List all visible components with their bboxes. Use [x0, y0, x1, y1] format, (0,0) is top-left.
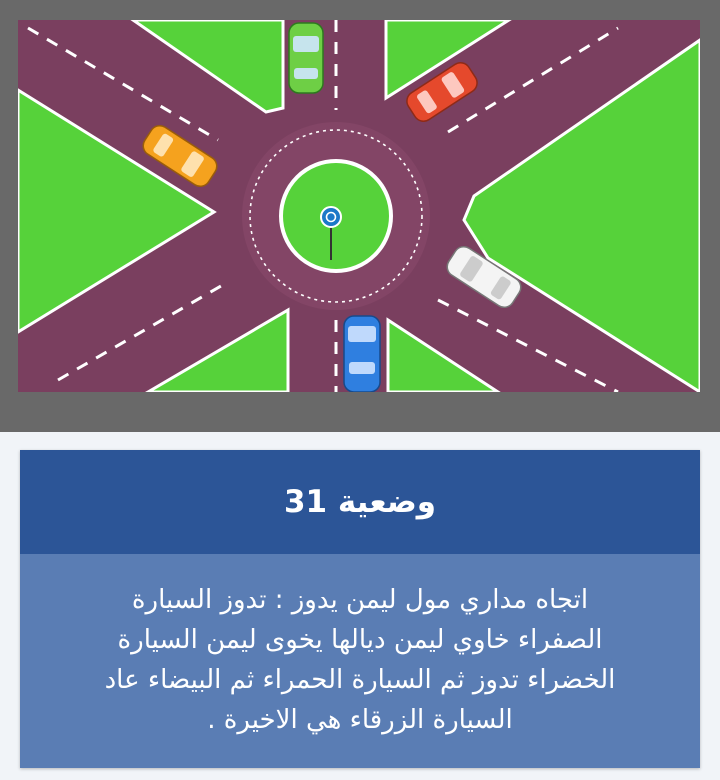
explanation-line: السيارة الزرقاء هي الاخيرة . [207, 705, 513, 735]
explanation-text: اتجاه مداري مول ليمن يدوز : تدوز السيارة… [46, 580, 674, 740]
roundabout-sign-icon [320, 206, 342, 228]
explanation-line: الخضراء تدوز ثم السيارة الحمراء ثم البيض… [104, 665, 616, 695]
situation-title: وضعية 31 [20, 450, 700, 554]
illustration-frame [0, 0, 720, 432]
orange-car [142, 124, 218, 188]
grass-top-right [384, 20, 512, 101]
roundabout-dashed-ring [249, 129, 423, 303]
grass-top-left [130, 20, 285, 114]
explanation-line: الصفراء خاوي ليمن ديالها يخوى ليمن السيا… [117, 625, 603, 655]
grass-left [18, 88, 217, 334]
lane-markings [27, 20, 619, 392]
roundabout-scene [18, 20, 700, 392]
explanation-card: وضعية 31 اتجاه مداري مول ليمن يدوز : تدو… [20, 450, 700, 768]
grass-bottom-left [145, 307, 290, 392]
blue-car [343, 315, 381, 392]
red-car [406, 62, 478, 122]
green-car [288, 22, 324, 94]
grass-right [462, 38, 700, 392]
white-car [446, 245, 522, 309]
grass-bottom-right [386, 317, 501, 392]
explanation-line: اتجاه مداري مول ليمن يدوز : تدوز السيارة [131, 585, 589, 615]
